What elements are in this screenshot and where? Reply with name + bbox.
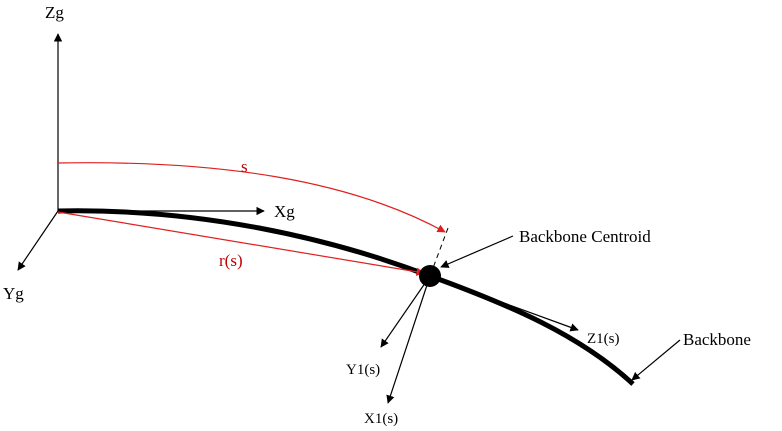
arc-length-arrow <box>57 162 446 233</box>
backbone-curve <box>57 208 635 386</box>
yg-label: Yg <box>3 284 24 303</box>
yg-axis <box>17 210 59 271</box>
backbone-callout-leader <box>631 339 681 381</box>
position-vector-label: r(s) <box>219 251 243 270</box>
x1-axis <box>386 275 431 404</box>
z1-axis <box>429 275 579 332</box>
y1-axis <box>380 275 431 348</box>
backbone-label: Backbone <box>683 330 751 349</box>
centroid-callout-leader <box>440 235 514 268</box>
position-vector-arrow <box>57 211 425 276</box>
xg-label: Xg <box>274 202 295 221</box>
z1-label: Z1(s) <box>587 331 620 347</box>
backbone-centroid-label: Backbone Centroid <box>519 227 651 246</box>
y1-label: Y1(s) <box>346 362 380 378</box>
arc-length-label: s <box>241 157 248 176</box>
x1-label: X1(s) <box>364 411 398 427</box>
zg-label: Zg <box>45 3 64 22</box>
